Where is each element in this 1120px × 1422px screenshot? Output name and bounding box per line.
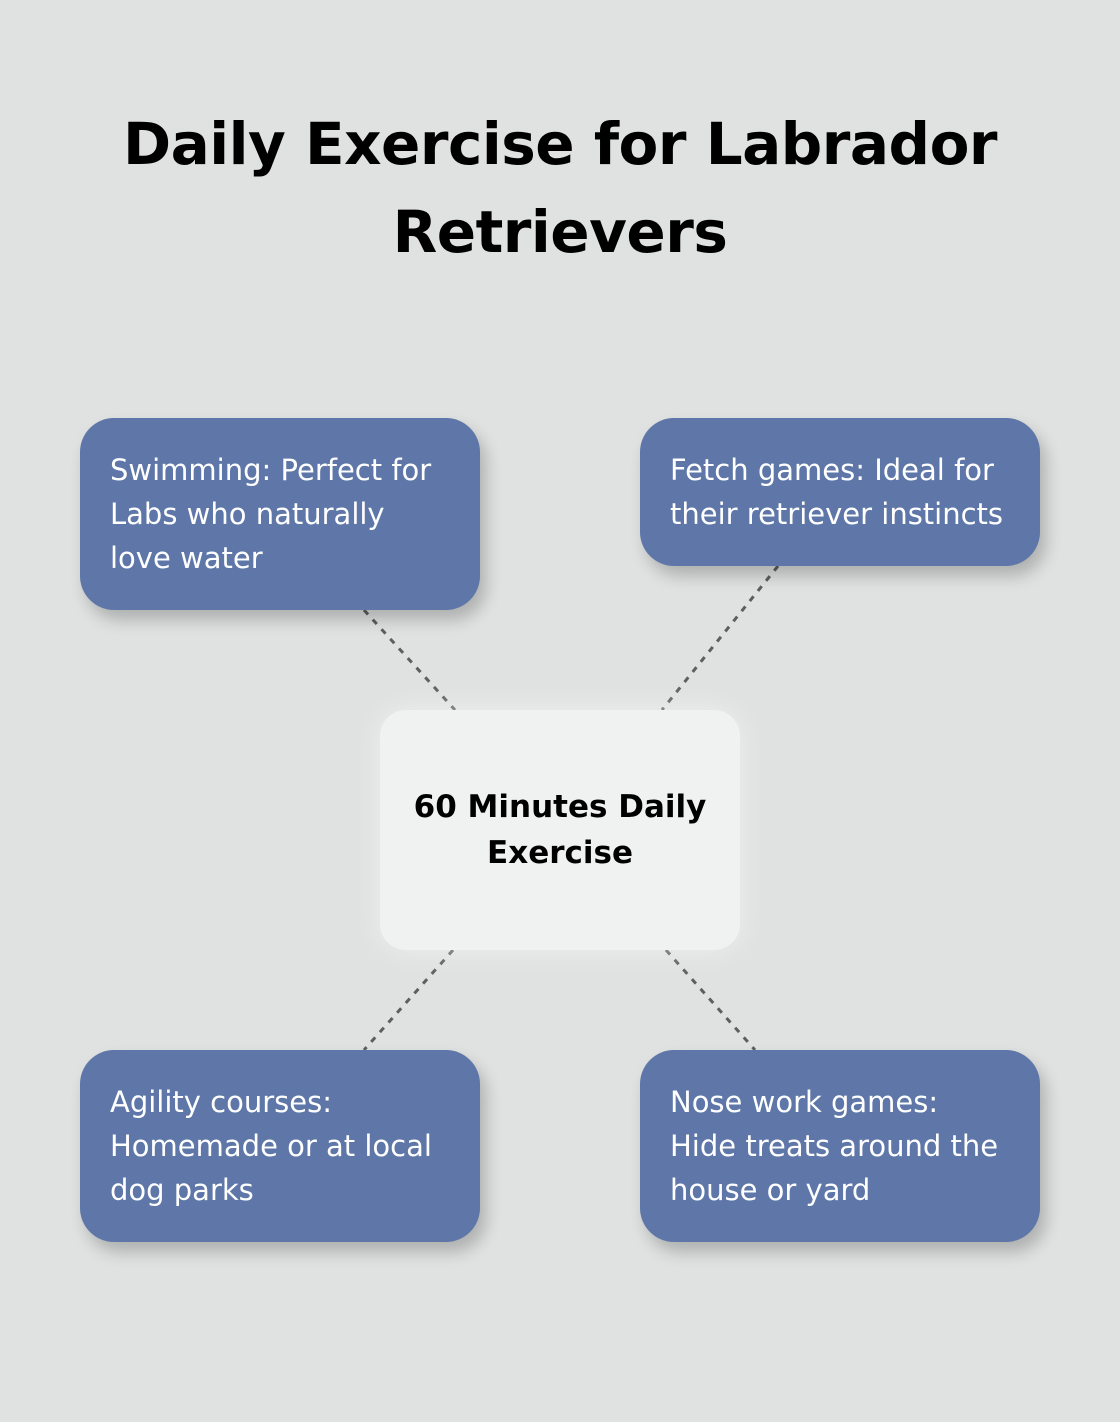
node-swimming: Swimming: Perfect for Labs who naturally… xyxy=(80,418,480,610)
node-agility-courses: Agility courses: Homemade or at local do… xyxy=(80,1050,480,1242)
connector-bottom-left xyxy=(362,949,455,1051)
connector-top-left xyxy=(362,608,457,712)
center-node: 60 Minutes Daily Exercise xyxy=(380,710,740,950)
node-nose-work-games: Nose work games: Hide treats around the … xyxy=(640,1050,1040,1242)
connector-top-right xyxy=(660,565,780,711)
connector-bottom-right xyxy=(664,949,757,1051)
node-fetch-games: Fetch games: Ideal for their retriever i… xyxy=(640,418,1040,566)
diagram-title: Daily Exercise for Labrador Retrievers xyxy=(122,110,998,266)
center-node-label: 60 Minutes Daily Exercise xyxy=(413,789,707,871)
